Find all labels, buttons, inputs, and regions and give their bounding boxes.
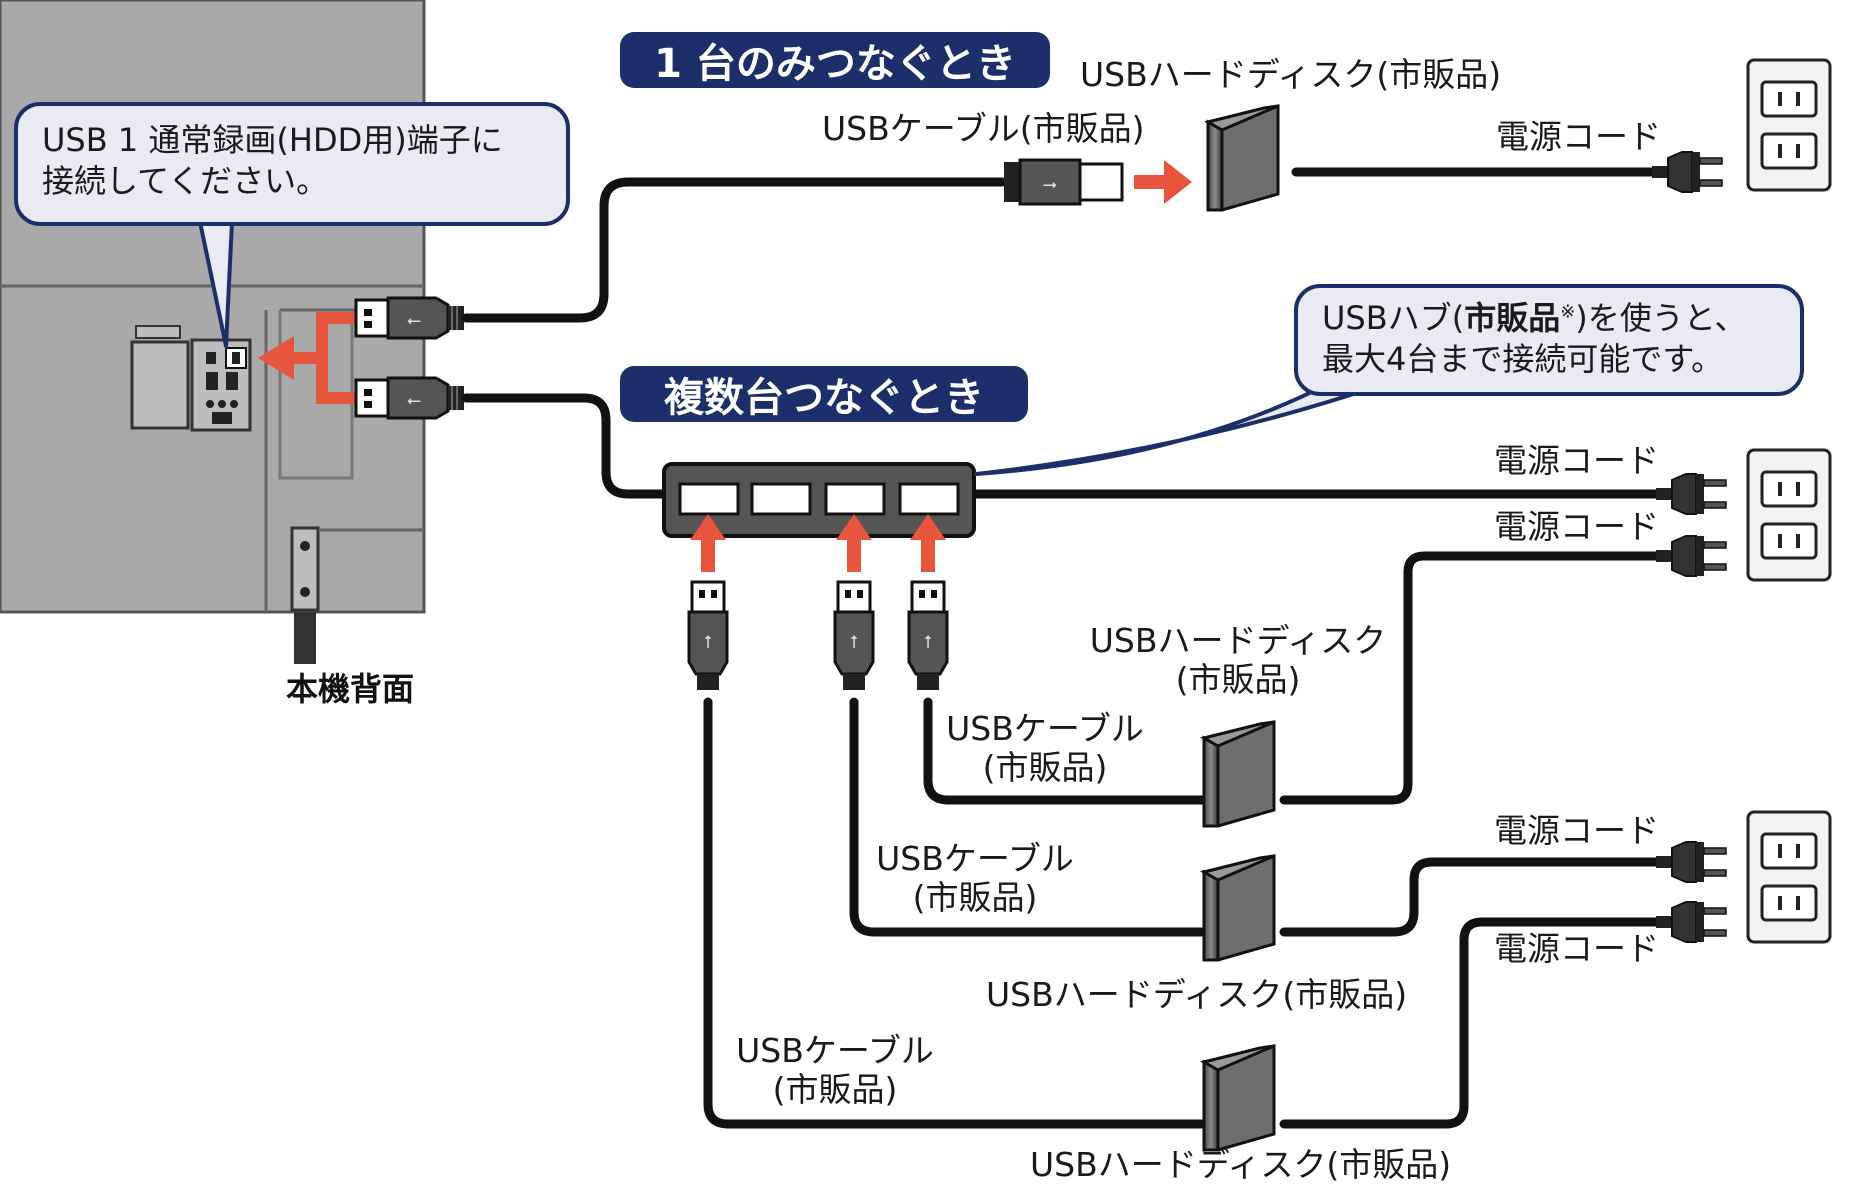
- single-hdd-label: USBハードディスク(市販品): [1080, 55, 1502, 94]
- hub-callout-line1b: 市販品: [1464, 299, 1561, 337]
- hdd3-cable-label: USBケーブル (市販品): [720, 1031, 950, 1110]
- hub-power-label: 電源コード: [1494, 441, 1659, 480]
- hub-callout-line1d: )を使うと、: [1575, 299, 1747, 337]
- hdd1-cable-label: USBケーブル (市販品): [930, 709, 1160, 788]
- cables: [461, 167, 1665, 1129]
- hdd3-label: USBハードディスク(市販品): [1030, 1145, 1452, 1184]
- rear-label: 本機背面: [286, 670, 414, 708]
- hdd1-label-line1: USBハードディスク: [1089, 621, 1387, 660]
- port-callout: USB 1 通常録画(HDD用)端子に 接続してください。: [14, 102, 570, 226]
- hdd3-cable-line1: USBケーブル: [736, 1031, 934, 1070]
- single-hdd: [1206, 104, 1280, 212]
- single-title: 1 台のみつなぐとき: [620, 32, 1050, 88]
- hdd1-label: USBハードディスク (市販品): [1078, 621, 1398, 700]
- single-cable-label: USBケーブル(市販品): [822, 109, 1145, 148]
- hdd2-cable-line1: USBケーブル: [876, 839, 1074, 878]
- hub-power-plug: [1655, 473, 1727, 515]
- multi-title: 複数台つなぐとき: [620, 366, 1028, 422]
- usb-plug-upper: [354, 296, 466, 340]
- hdd2-cable-line2: (市販品): [912, 877, 1038, 917]
- hub-callout-line1c: ※: [1560, 301, 1576, 323]
- hdd2-label: USBハードディスク(市販品): [986, 975, 1408, 1014]
- hdd3-cable-line2: (市販品): [772, 1069, 898, 1109]
- hdd1-cable-line1: USBケーブル: [946, 709, 1144, 748]
- port-connect-arrows: [258, 312, 362, 404]
- hub-callout-line1a: USBハブ(: [1322, 299, 1465, 337]
- outlet-lower: [1746, 810, 1832, 944]
- svg-text:⭢: ⭢: [1043, 174, 1057, 195]
- single-cable-plug: ⭢: [1004, 158, 1124, 206]
- hub-callout-line2: 最大4台まで接続可能です。: [1322, 339, 1724, 378]
- hdd2-power-plug: [1655, 841, 1727, 883]
- single-power-label: 電源コード: [1496, 117, 1661, 156]
- hub-plug-3: [833, 580, 875, 692]
- hub-plug-4: [907, 580, 949, 692]
- usb-plug-lower: [354, 376, 466, 420]
- outlet-upper: [1746, 448, 1832, 582]
- hdd2-cable-label: USBケーブル (市販品): [860, 839, 1090, 918]
- hdd1-cable-line2: (市販品): [982, 747, 1108, 787]
- port-callout-line1: USB 1 通常録画(HDD用)端子に: [42, 121, 503, 159]
- hdd1-label-line2: (市販品): [1175, 659, 1301, 699]
- hdd-3: [1202, 1044, 1276, 1152]
- hdd-1: [1202, 720, 1276, 828]
- usb-hub: [662, 462, 976, 538]
- hub-callout: USBハブ(市販品※)を使うと、 最大4台まで接続可能です。: [1294, 284, 1804, 396]
- single-outlet: [1746, 58, 1832, 192]
- hub-callout-pointer: [974, 380, 1392, 476]
- hub-plug-1: [687, 580, 729, 692]
- hdd1-power-label: 電源コード: [1494, 507, 1659, 546]
- hdd-2: [1202, 854, 1276, 962]
- port-callout-line2: 接続してください。: [42, 161, 329, 200]
- hdd3-power-label: 電源コード: [1494, 929, 1659, 968]
- single-connect-arrow: [1134, 160, 1192, 204]
- hdd2-power-label: 電源コード: [1494, 811, 1659, 850]
- single-power-plug: [1651, 151, 1723, 193]
- hdd3-power-plug: [1655, 901, 1727, 943]
- hdd1-power-plug: [1655, 535, 1727, 577]
